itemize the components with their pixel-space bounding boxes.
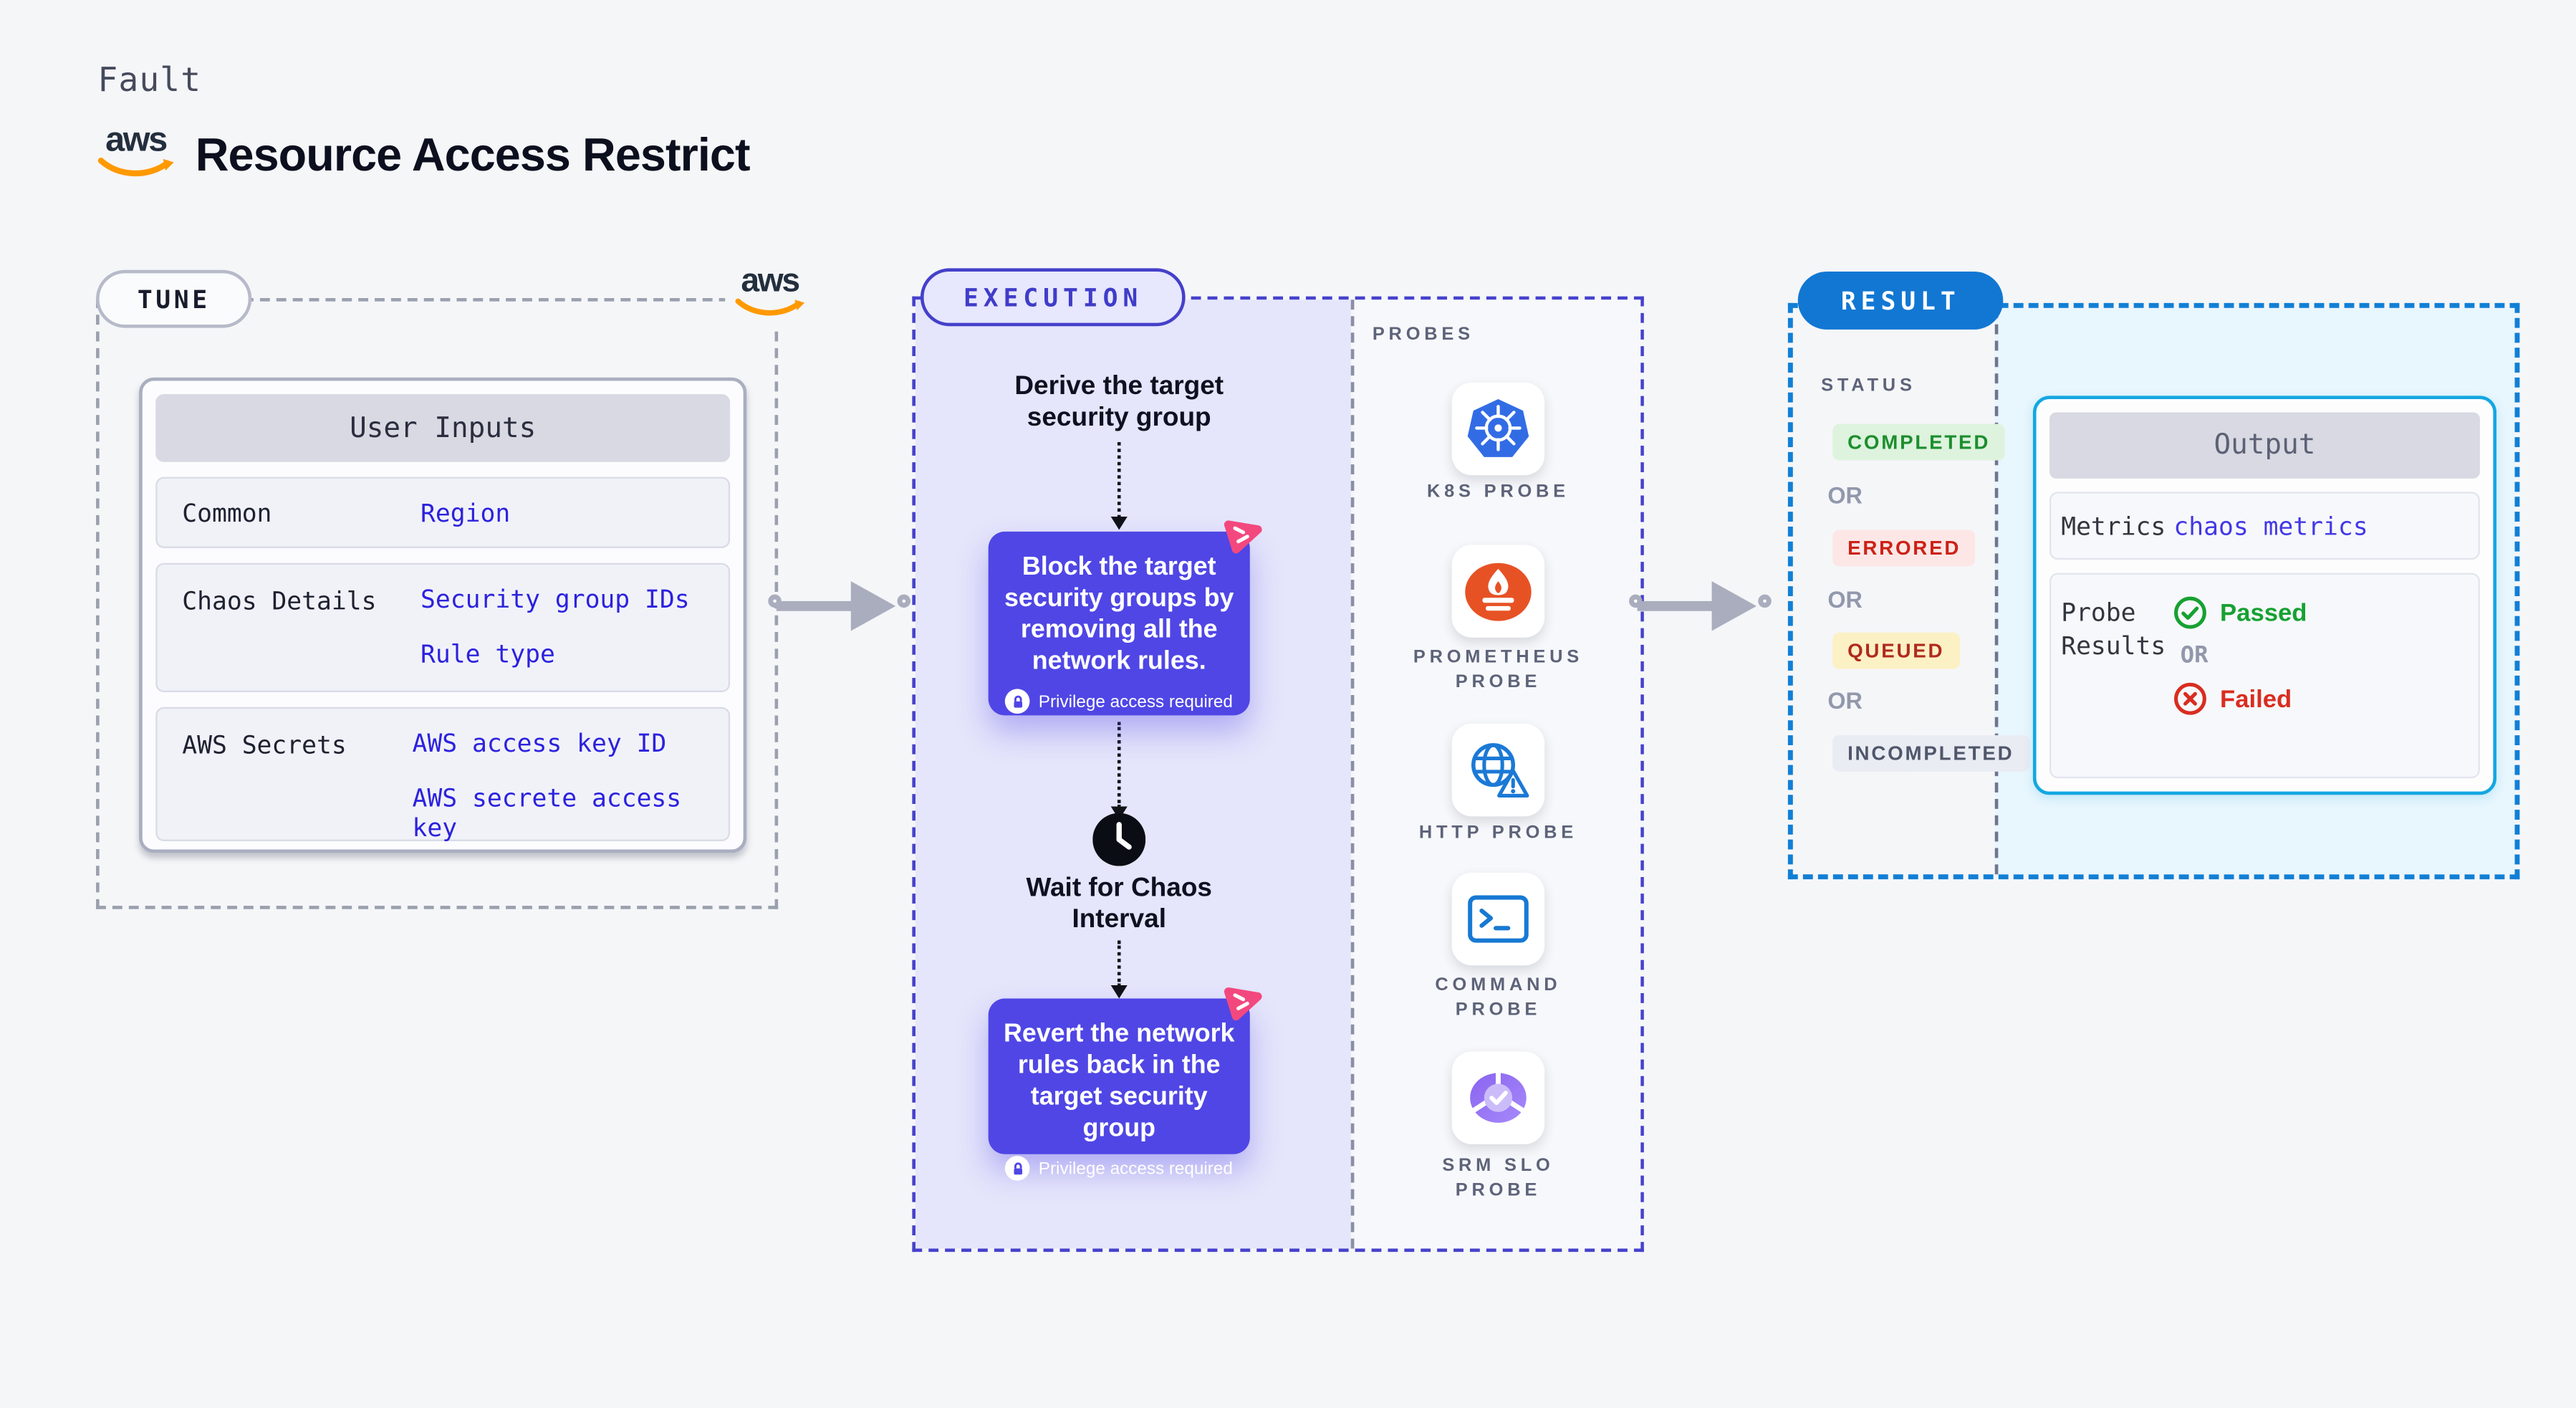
lock-icon (1005, 1156, 1031, 1181)
output-card: Output Metrics chaos metrics Probe Resul… (2032, 396, 2496, 795)
tune-badge: TUNE (96, 269, 252, 328)
aws-smile-icon (97, 158, 174, 177)
status-badge-incompleted: INCOMPLETED (1832, 735, 2029, 772)
status-output-divider (1994, 307, 1999, 875)
aws-logo-tune: aws (725, 262, 815, 330)
page-title: Resource Access Restrict (195, 129, 751, 181)
aws-smile-icon (735, 298, 805, 316)
revert-action-box: Revert the network rules back in the tar… (988, 998, 1250, 1181)
privilege-text: Privilege access required (1038, 691, 1233, 712)
failed-label: Failed (2220, 684, 2292, 713)
probe-label: HTTP PROBE (1418, 823, 1578, 843)
revert-action-text: Revert the network rules back in the tar… (1003, 1020, 1235, 1143)
probe-card-prometheus (1451, 545, 1545, 638)
result-badge: RESULT (1797, 272, 2004, 330)
arrowhead-icon (1110, 985, 1128, 999)
dotted-arrow (1117, 940, 1121, 987)
table-row: Chaos Details Security group IDs Rule ty… (155, 562, 731, 692)
lock-icon (1005, 689, 1031, 714)
or-separator: OR (1827, 482, 1863, 509)
status-heading: STATUS (1821, 375, 1916, 396)
row-label: Chaos Details (182, 586, 377, 616)
terminal-icon (1468, 895, 1529, 943)
execution-badge: EXECUTION (920, 268, 1186, 327)
srm-slo-icon (1470, 1071, 1527, 1123)
probe-card-command (1451, 872, 1545, 966)
privilege-pill: Privilege access required (1005, 689, 1233, 714)
row-value: AWS secrete access key (412, 783, 682, 843)
metrics-value: chaos metrics (2173, 510, 2368, 541)
status-badge-queued: QUEUED (1832, 632, 1960, 669)
probe-label: SRM SLO PROBE (1442, 1156, 1554, 1201)
row-value: Region (420, 497, 511, 528)
probe-card-srm-slo (1451, 1051, 1545, 1144)
probe-label: K8S PROBE (1426, 482, 1570, 502)
dotted-arrow (1117, 722, 1121, 808)
or-separator: OR (1827, 687, 1863, 714)
probe-results-label: Probe Results (2061, 598, 2166, 661)
metrics-row: Metrics chaos metrics (2049, 492, 2480, 560)
kubernetes-icon (1467, 398, 1529, 457)
block-action-box: Block the target security groups by remo… (988, 531, 1250, 716)
chaos-pinwheel-icon (1224, 987, 1262, 1021)
table-row: AWS Secrets AWS access key ID AWS secret… (155, 707, 731, 843)
aws-logo: aws (92, 123, 178, 181)
privilege-pill: Privilege access required (1005, 1156, 1233, 1181)
chaos-pinwheel-icon (1224, 520, 1262, 554)
row-value: Rule type (420, 639, 555, 669)
row-value: AWS access key ID (412, 728, 667, 759)
arrowhead-icon (1110, 517, 1128, 530)
http-globe-icon (1471, 742, 1529, 797)
dotted-arrow (1117, 442, 1121, 519)
connector-arrow-icon (1629, 578, 1782, 635)
status-badge-completed: COMPLETED (1832, 423, 2005, 461)
probe-card-k8s (1451, 382, 1545, 476)
check-circle-icon (2174, 596, 2206, 629)
user-inputs-header: User Inputs (155, 394, 731, 462)
probes-heading: PROBES (1372, 324, 1474, 345)
connector-arrow-icon (768, 578, 921, 635)
metrics-label: Metrics (2061, 510, 2166, 541)
user-inputs-card: User Inputs Common Region Chaos Details … (139, 377, 747, 853)
prometheus-icon (1465, 562, 1532, 621)
x-circle-icon (2174, 682, 2206, 715)
fault-eyebrow: Fault (97, 59, 202, 100)
row-label: AWS Secrets (182, 730, 347, 760)
output-header: Output (2049, 412, 2480, 479)
aws-logo-text: aws (105, 120, 168, 159)
probe-label: PROMETHEUS PROBE (1413, 647, 1584, 692)
probe-results-row: Probe Results Passed OR Failed (2049, 573, 2480, 779)
execution-probes-divider (1350, 300, 1355, 1249)
passed-label: Passed (2220, 598, 2307, 627)
table-row: Common Region (155, 476, 731, 548)
row-label: Common (182, 498, 272, 529)
clock-icon (1092, 813, 1146, 866)
privilege-text: Privilege access required (1038, 1158, 1233, 1179)
derive-step-text: Derive the target security group (1014, 372, 1224, 433)
aws-logo-text: aws (741, 263, 800, 300)
or-separator: OR (1827, 586, 1863, 613)
probe-card-http (1451, 723, 1545, 817)
wait-step-text: Wait for Chaos Interval (1026, 874, 1212, 934)
or-separator: OR (2180, 642, 2209, 669)
row-value: Security group IDs (420, 584, 690, 615)
block-action-text: Block the target security groups by remo… (1004, 552, 1234, 676)
probe-label: COMMAND PROBE (1435, 975, 1562, 1020)
status-badge-errored: ERRORED (1832, 530, 1976, 567)
